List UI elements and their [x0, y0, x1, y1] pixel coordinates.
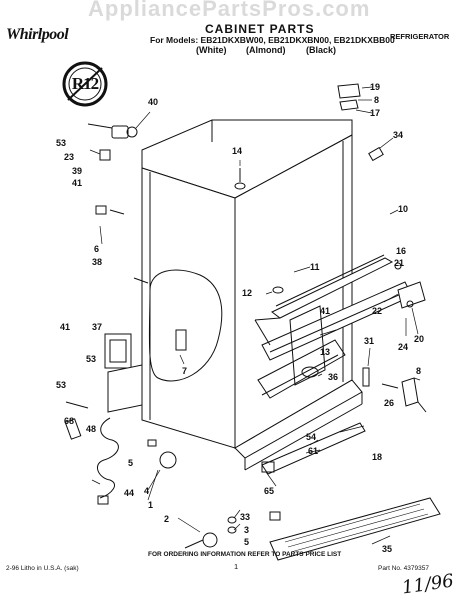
callout-68: 68: [64, 416, 75, 426]
callout-39: 39: [72, 166, 83, 176]
ordering-note: FOR ORDERING INFORMATION REFER TO PARTS …: [148, 551, 342, 558]
callout-4: 4: [144, 486, 150, 496]
callout-19: 19: [370, 82, 381, 92]
callout-36: 36: [328, 372, 339, 382]
lower-left-bracket: [107, 364, 143, 413]
callout-24: 24: [398, 342, 409, 352]
brand-logo: Whirlpool: [6, 26, 69, 43]
callout-5-left: 5: [128, 458, 134, 468]
category-label: REFRIGERATOR: [390, 32, 450, 41]
callout-38: 38: [92, 257, 103, 267]
callout-53-upper: 53: [56, 138, 67, 148]
callout-2: 2: [164, 514, 170, 524]
callout-5-bottom: 5: [244, 537, 250, 547]
page-title: CABINET PARTS: [205, 22, 315, 36]
callout-21: 21: [394, 258, 405, 268]
callout-44: 44: [124, 488, 135, 498]
color-almond: (Almond): [246, 45, 286, 55]
callout-37: 37: [92, 322, 103, 332]
power-cord-icon: [96, 417, 119, 499]
litho-note: 2-96 Litho in U.S.A. (sak): [6, 565, 79, 572]
r12-badge-label: R12: [71, 74, 99, 93]
color-white: (White): [196, 45, 227, 55]
callout-41-upper: 41: [72, 178, 83, 188]
callout-34: 34: [393, 130, 404, 140]
callout-40: 40: [148, 97, 159, 107]
color-black: (Black): [306, 45, 337, 55]
callout-22: 22: [372, 306, 383, 316]
toe-grille: [269, 497, 441, 561]
callout-13: 13: [320, 347, 331, 357]
upper-hinge-bracket: [397, 281, 426, 309]
callout-8-top: 8: [374, 95, 380, 105]
callout-18: 18: [372, 452, 383, 462]
callout-14: 14: [232, 146, 243, 156]
page-number: 1: [234, 562, 239, 571]
part-number: Part No. 4379357: [378, 565, 429, 572]
callout-33: 33: [240, 512, 251, 522]
callout-11: 11: [310, 262, 320, 272]
cabinet-left-side: [141, 167, 236, 449]
model-list: For Models: EB21DKXBW00, EB21DKXBN00, EB…: [150, 35, 395, 45]
watermark: AppliancePartsPros.com: [88, 0, 371, 21]
callout-16: 16: [396, 246, 407, 256]
callout-26: 26: [384, 398, 395, 408]
callout-17: 17: [370, 108, 381, 118]
callout-3: 3: [244, 525, 250, 535]
callout-7: 7: [182, 366, 188, 376]
grille-support: [261, 422, 366, 475]
callout-48: 48: [86, 424, 97, 434]
callout-31: 31: [364, 336, 375, 346]
callout-12: 12: [242, 288, 253, 298]
callout-65: 65: [264, 486, 275, 496]
callout-41-left: 41: [60, 322, 71, 332]
callout-10: 10: [398, 204, 409, 214]
callout-23: 23: [64, 152, 75, 162]
callout-20: 20: [414, 334, 425, 344]
upper-rail: [271, 257, 394, 319]
r12-badge-icon: [62, 61, 108, 107]
lower-hinge-icon: [401, 377, 419, 407]
callout-35: 35: [382, 544, 393, 554]
side-panel-cutout: [148, 269, 223, 382]
callout-6: 6: [94, 244, 100, 254]
top-hinge-icon: [337, 83, 361, 99]
callout-53-mid: 53: [86, 354, 97, 364]
callout-53-lower: 53: [56, 380, 67, 390]
callout-41-mid: 41: [320, 306, 331, 316]
callout-61: 61: [308, 446, 319, 456]
callout-54: 54: [306, 432, 317, 442]
callout-1: 1: [148, 500, 154, 510]
callout-8-right: 8: [416, 366, 422, 376]
